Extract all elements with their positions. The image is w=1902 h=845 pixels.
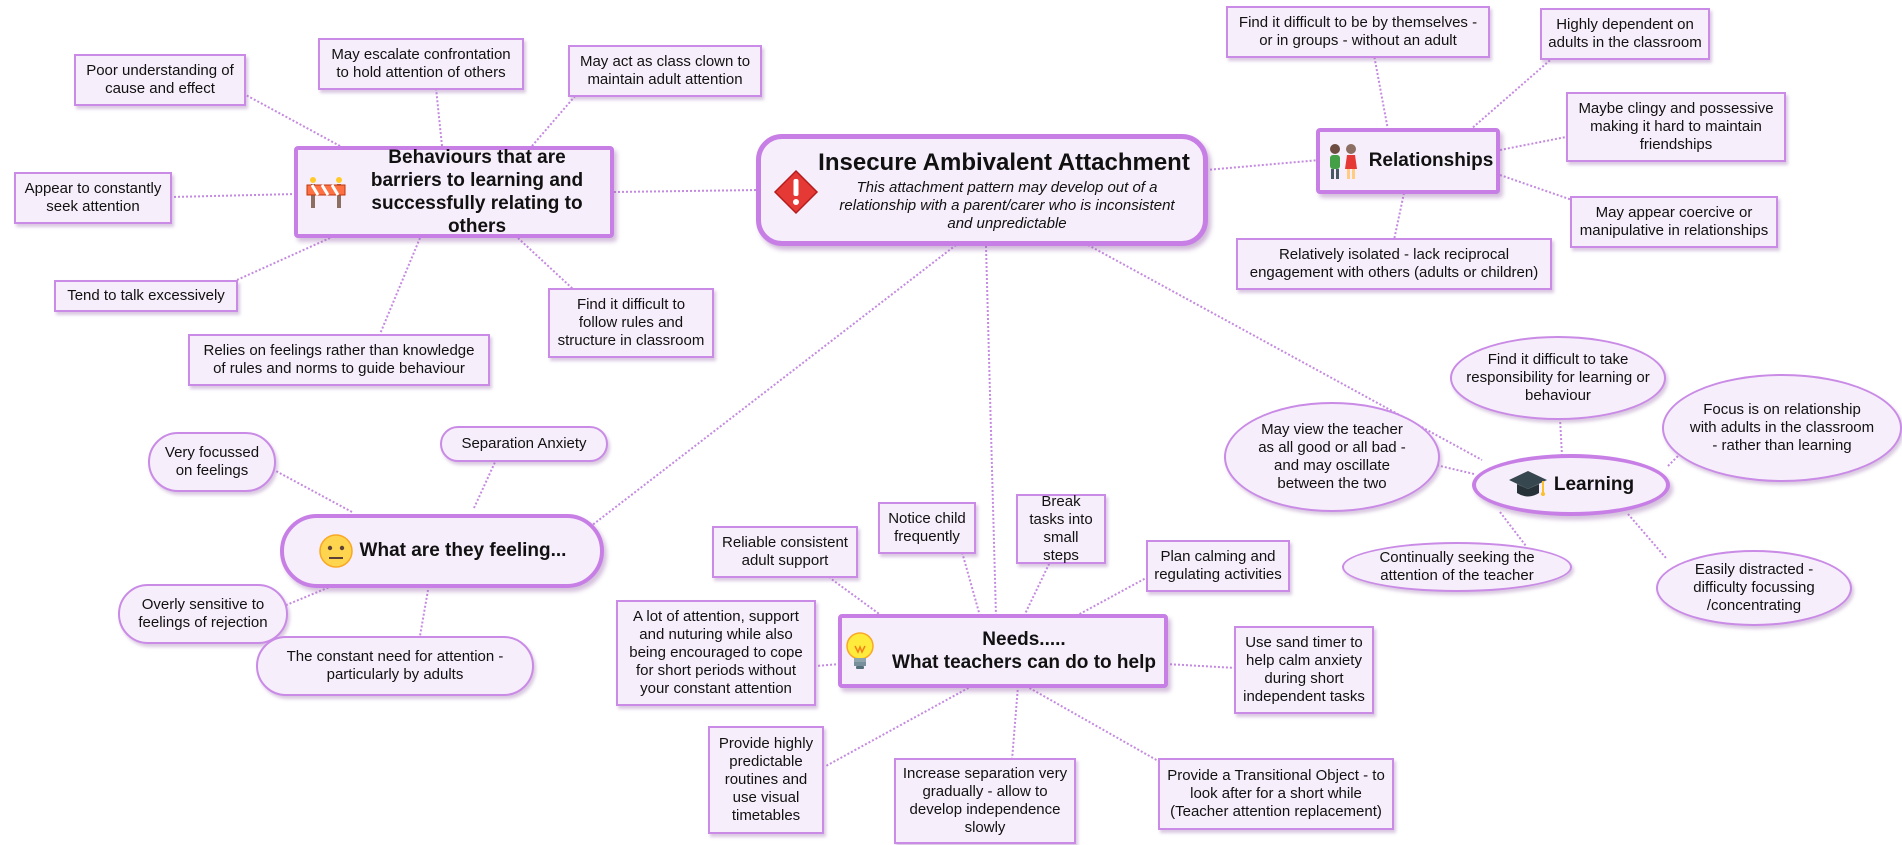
relationship-item-text: May appear coercive or manipulative in r… <box>1579 204 1769 239</box>
learning-item-text: May view the teacher as all good or all … <box>1258 421 1406 492</box>
relationship-item[interactable]: May appear coercive or manipulative in r… <box>1570 196 1778 248</box>
need-item-text: Break tasks into small steps <box>1029 493 1093 564</box>
learning-item[interactable]: May view the teacher as all good or all … <box>1224 402 1440 512</box>
learning-item-text: Find it difficult to take responsibility… <box>1466 351 1650 404</box>
learning-item-text: Focus is on relationship with adults in … <box>1689 401 1875 454</box>
feeling-item[interactable]: Overly sensitive to feelings of rejectio… <box>118 584 288 644</box>
need-item-text: Increase separation very gradually - all… <box>902 765 1068 836</box>
feelings-topic-title: What are they feeling... <box>359 540 567 561</box>
learning-item-text: Continually seeking the attention of the… <box>1379 549 1535 584</box>
feeling-item-text: Very focussed on feelings <box>164 444 260 479</box>
central-topic-description: This attachment pattern may develop out … <box>839 179 1175 232</box>
relationships-topic[interactable]: Relationships <box>1316 128 1500 194</box>
need-item-text: Provide highly predictable routines and … <box>718 735 814 824</box>
behaviour-item-text: Poor understanding of cause and effect <box>86 62 234 97</box>
learning-item[interactable]: Focus is on relationship with adults in … <box>1662 374 1902 482</box>
behaviour-item-text: Find it difficult to follow rules and st… <box>557 296 705 349</box>
central-topic[interactable]: Insecure Ambivalent Attachment This atta… <box>756 134 1208 246</box>
need-item[interactable]: Notice child frequently <box>878 502 976 554</box>
relationships-topic-title: Relationships <box>1368 150 1494 171</box>
feeling-item-text: The constant need for attention - partic… <box>286 648 504 683</box>
feeling-item[interactable]: Separation Anxiety <box>440 426 608 462</box>
relationship-item-text: Maybe clingy and possessive making it ha… <box>1578 100 1774 153</box>
behaviour-item[interactable]: Relies on feelings rather than knowledge… <box>188 334 490 386</box>
need-item-text: Reliable consistent adult support <box>722 534 848 569</box>
relationship-item-text: Highly dependent on adults in the classr… <box>1548 16 1702 51</box>
feeling-item-text: Overly sensitive to feelings of rejectio… <box>138 596 268 631</box>
behaviour-item-text: Tend to talk excessively <box>67 287 225 304</box>
feelings-topic[interactable]: What are they feeling... <box>280 514 604 588</box>
need-item-text: Use sand timer to help calm anxiety duri… <box>1243 634 1365 705</box>
relationship-item[interactable]: Relatively isolated - lack reciprocal en… <box>1236 238 1552 290</box>
need-item-text: Provide a Transitional Object - to look … <box>1167 767 1385 820</box>
behaviour-item-text: Relies on feelings rather than knowledge… <box>203 342 475 377</box>
need-item[interactable]: Reliable consistent adult support <box>712 526 858 578</box>
behaviours-topic[interactable]: Behaviours that are barriers to learning… <box>294 146 614 238</box>
learning-topic[interactable]: Learning <box>1472 454 1670 516</box>
lightbulb-icon <box>846 632 874 669</box>
behaviour-item[interactable]: Appear to constantly seek attention <box>14 172 172 224</box>
need-item-text: A lot of attention, support and nuturing… <box>629 608 803 697</box>
need-item[interactable]: Break tasks into small steps <box>1016 493 1106 564</box>
needs-title-line2: What teachers can do to help <box>892 652 1156 673</box>
relationship-item[interactable]: Find it difficult to be by themselves - … <box>1226 6 1490 58</box>
need-item-text: Plan calming and regulating activities <box>1154 548 1282 583</box>
needs-topic[interactable]: Needs..... What teachers can do to help <box>838 614 1168 688</box>
people-icon <box>1329 144 1357 179</box>
graduation-cap-icon <box>1508 471 1547 497</box>
need-item[interactable]: Plan calming and regulating activities <box>1146 540 1290 592</box>
behaviour-item-text: Appear to constantly seek attention <box>24 180 162 215</box>
feeling-item-text: Separation Anxiety <box>461 435 587 452</box>
relationship-item-text: Relatively isolated - lack reciprocal en… <box>1249 246 1539 281</box>
need-item[interactable]: Provide highly predictable routines and … <box>708 726 824 834</box>
relationship-item[interactable]: Highly dependent on adults in the classr… <box>1540 8 1710 60</box>
needs-title-line1: Needs..... <box>982 629 1066 650</box>
need-item[interactable]: Provide a Transitional Object - to look … <box>1158 758 1394 830</box>
need-item[interactable]: Use sand timer to help calm anxiety duri… <box>1234 626 1374 714</box>
learning-item[interactable]: Continually seeking the attention of the… <box>1342 542 1572 592</box>
warning-icon <box>773 169 819 215</box>
relationship-item-text: Find it difficult to be by themselves - … <box>1238 14 1478 49</box>
behaviour-item-text: May escalate confrontation to hold atten… <box>331 46 511 81</box>
need-item[interactable]: Increase separation very gradually - all… <box>894 758 1076 844</box>
learning-item[interactable]: Find it difficult to take responsibility… <box>1450 336 1666 420</box>
road-barrier-icon <box>306 177 346 208</box>
learning-item-text: Easily distracted - difficulty focussing… <box>1693 561 1815 614</box>
feeling-item[interactable]: Very focussed on feelings <box>148 432 276 492</box>
behaviour-item[interactable]: Poor understanding of cause and effect <box>74 54 246 106</box>
relationship-item[interactable]: Maybe clingy and possessive making it ha… <box>1566 92 1786 162</box>
behaviours-topic-title: Behaviours that are barriers to learning… <box>370 147 584 237</box>
needs-topic-title: Needs..... What teachers can do to help <box>884 628 1164 674</box>
central-topic-title: Insecure Ambivalent Attachment <box>818 149 1190 176</box>
need-item-text: Notice child frequently <box>888 510 966 545</box>
learning-topic-title: Learning <box>1553 474 1635 495</box>
neutral-face-icon <box>318 534 353 568</box>
behaviour-item[interactable]: May act as class clown to maintain adult… <box>568 45 762 97</box>
learning-item[interactable]: Easily distracted - difficulty focussing… <box>1656 550 1852 626</box>
behaviour-item[interactable]: Tend to talk excessively <box>54 280 238 312</box>
need-item[interactable]: A lot of attention, support and nuturing… <box>616 600 816 706</box>
behaviour-item[interactable]: May escalate confrontation to hold atten… <box>318 38 524 90</box>
behaviour-item-text: May act as class clown to maintain adult… <box>579 53 751 88</box>
behaviour-item[interactable]: Find it difficult to follow rules and st… <box>548 288 714 358</box>
feeling-item[interactable]: The constant need for attention - partic… <box>256 636 534 696</box>
